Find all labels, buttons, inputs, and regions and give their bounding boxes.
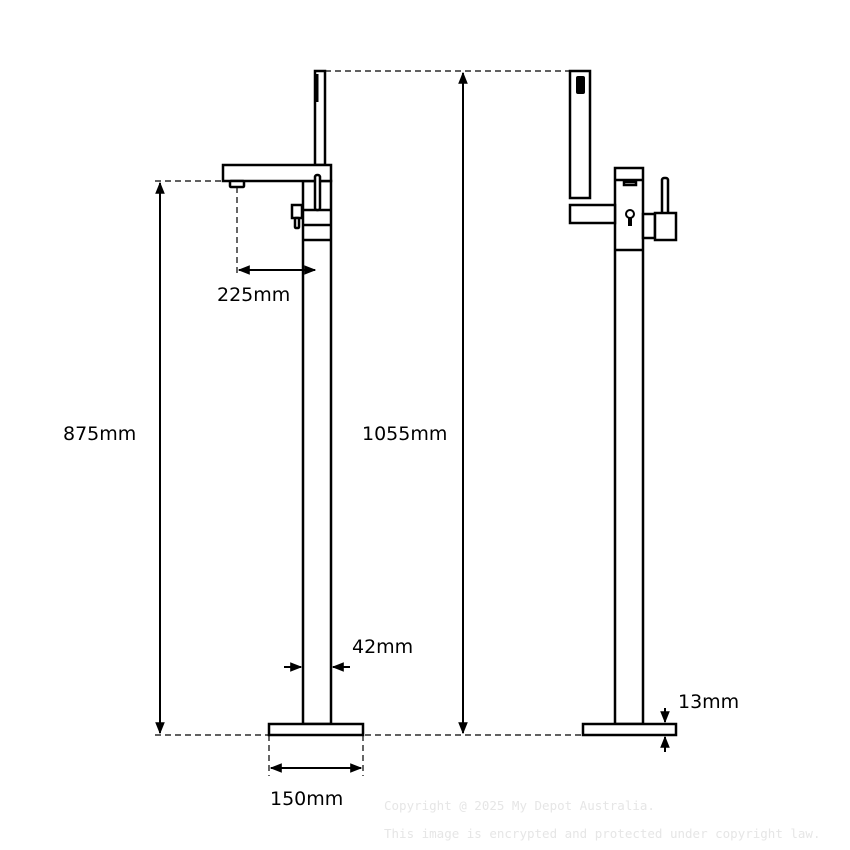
- dimension-arrows: [155, 71, 670, 773]
- base-width-label: 150mm: [270, 788, 343, 810]
- faucet-side-view: [568, 69, 678, 737]
- watermark-line-2: This image is encrypted and protected un…: [384, 826, 821, 841]
- column-diameter-label: 42mm: [352, 636, 413, 658]
- watermark-line-1: Copyright @ 2025 My Depot Australia.: [384, 798, 655, 813]
- base-thickness-label: 13mm: [678, 691, 739, 713]
- spout-reach-label: 225mm: [217, 284, 290, 306]
- total-height-label: 1055mm: [362, 423, 447, 445]
- spout-height-label: 875mm: [63, 423, 136, 445]
- faucet-front-view: [221, 69, 365, 737]
